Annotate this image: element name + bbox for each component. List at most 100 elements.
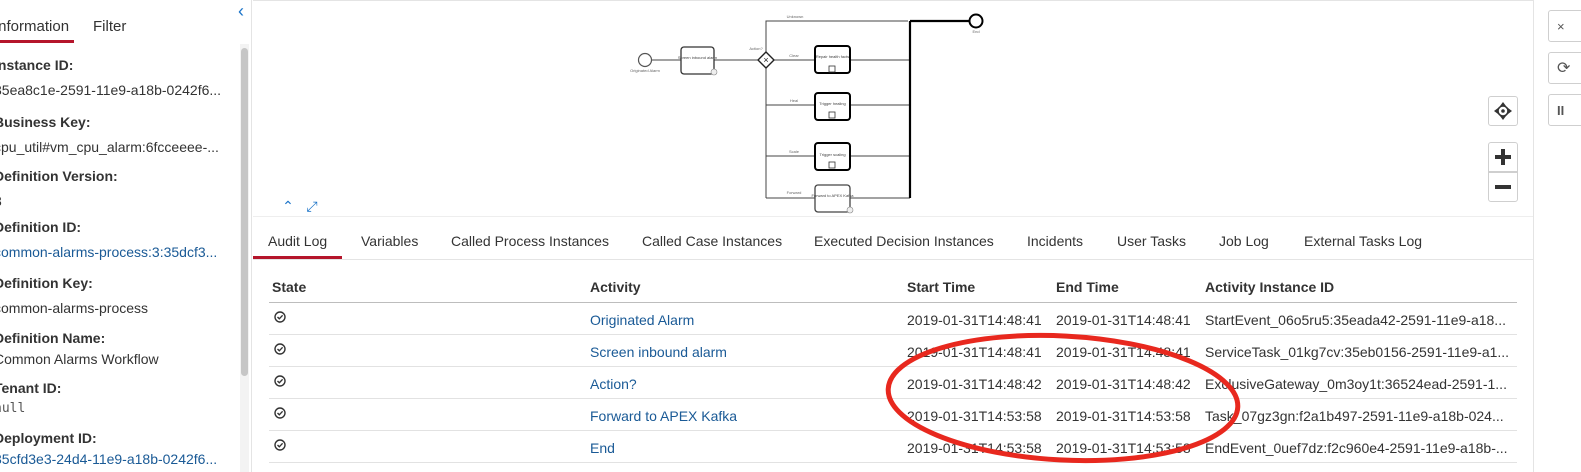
tab-called-process-instances[interactable]: Called Process Instances (451, 233, 609, 249)
collapse-up-icon[interactable]: ⌃ (282, 198, 294, 214)
tab-executed-decision-instances[interactable]: Executed Decision Instances (814, 233, 994, 249)
end-event[interactable] (968, 13, 984, 29)
screen-task[interactable] (680, 46, 715, 75)
fullscreen-icon[interactable]: ⤢ (306, 198, 318, 214)
subprocess-marker-icon (828, 111, 836, 119)
start-time: 2019-01-31T14:48:42 (907, 376, 1042, 392)
field-value: 35ea8c1e-2591-11e9-a18b-0242f6... (0, 82, 222, 98)
field-label: Tenant ID: (0, 380, 62, 396)
right-action-panel: × ⟳ II (1533, 0, 1581, 472)
task-repair[interactable] (814, 45, 851, 74)
bpmn-diagram: Originated Alarm Screen inbound alarm × … (630, 13, 984, 214)
tab-called-case-instances[interactable]: Called Case Instances (642, 233, 783, 249)
task-forward-label: Forward to APEX Kafka (811, 193, 854, 198)
flow-label-route3: Scale (789, 149, 800, 154)
state-check-icon (274, 439, 286, 451)
zoom-out-button[interactable] (1488, 172, 1518, 202)
pause-button[interactable]: II (1548, 94, 1581, 126)
column-header-start-time[interactable]: Start Time (907, 279, 976, 295)
field-definition-key: Definition Key: common-alarms-process (0, 275, 234, 316)
column-header-activity-instance-id[interactable]: Activity Instance ID (1205, 279, 1335, 295)
activity-link[interactable]: Forward to APEX Kafka (590, 408, 738, 424)
flow-label-route4: Forward (787, 190, 802, 195)
activity-instance-id: ServiceTask_01kg7cv:35eb0156-2591-11e9-a… (1205, 344, 1510, 360)
end-time: 2019-01-31T14:48:42 (1056, 376, 1191, 392)
field-deployment-id: Deployment ID: 35cfd3e3-24d4-11e9-a18b-0… (0, 430, 234, 467)
field-label: Instance ID: (0, 57, 74, 73)
tab-information[interactable]: Information (0, 18, 70, 35)
activity-link[interactable]: Screen inbound alarm (590, 344, 727, 360)
end-time: 2019-01-31T14:48:41 (1056, 312, 1191, 328)
start-time: 2019-01-31T14:48:41 (907, 344, 1042, 360)
start-event-label: Originated Alarm (630, 68, 660, 73)
flow-label-route1: Clear (789, 53, 799, 58)
definition-id-link[interactable]: common-alarms-process:3:35dcf3... (0, 244, 218, 260)
refresh-button[interactable]: ⟳ (1548, 52, 1581, 84)
activity-instance-id: Task_07gz3gn:f2a1b497-2591-11e9-a18b-024… (1205, 408, 1504, 424)
activity-instance-id: EndEvent_0uef7dz:f2c960e4-2591-11e9-a18b… (1205, 440, 1508, 456)
activity-instance-id: StartEvent_06o5ru5:35eada42-2591-11e9-a1… (1205, 312, 1506, 328)
task-scale-label: Trigger scaling (819, 152, 845, 157)
active-tab-indicator (0, 40, 74, 43)
field-tenant-id: Tenant ID: null (0, 380, 234, 416)
zoom-out-icon (1495, 185, 1511, 189)
tab-user-tasks[interactable]: User Tasks (1117, 233, 1186, 249)
gateway-x-icon: × (763, 55, 768, 65)
state-check-icon (274, 343, 286, 355)
recenter-button[interactable] (1488, 96, 1518, 126)
task-badge-icon (846, 206, 854, 214)
close-button[interactable]: × (1548, 10, 1581, 42)
active-tab-indicator (253, 256, 342, 259)
end-time: 2019-01-31T14:53:58 (1056, 440, 1191, 456)
column-header-activity[interactable]: Activity (590, 279, 641, 295)
task-forward[interactable] (814, 184, 851, 213)
end-time: 2019-01-31T14:53:58 (1056, 408, 1191, 424)
table-row: End 2019-01-31T14:53:58 2019-01-31T14:53… (269, 431, 1517, 463)
field-label: Business Key: (0, 114, 91, 130)
end-event-label: End (972, 29, 979, 34)
field-value: 3 (0, 193, 230, 209)
activity-link[interactable]: Action? (590, 376, 637, 392)
field-label: Definition Key: (0, 275, 93, 291)
task-scale[interactable] (814, 142, 851, 171)
gateway-label: Action? (749, 46, 763, 51)
zoom-in-icon (1495, 149, 1511, 165)
field-value: common-alarms-process (0, 300, 149, 316)
tab-incidents[interactable]: Incidents (1027, 233, 1084, 249)
table-row: Forward to APEX Kafka 2019-01-31T14:53:5… (269, 399, 1517, 431)
state-check-icon (274, 375, 286, 387)
refresh-icon: ⟳ (1557, 60, 1571, 77)
field-label: Definition ID: (0, 219, 82, 235)
field-definition-id: Definition ID: common-alarms-process:3:3… (0, 219, 234, 260)
field-definition-version: Definition Version: 3 (0, 168, 234, 209)
table-row: Originated Alarm 2019-01-31T14:48:41 201… (269, 303, 1517, 335)
tab-audit-log[interactable]: Audit Log (268, 233, 328, 249)
column-header-state[interactable]: State (272, 279, 307, 295)
exclusive-gateway[interactable] (757, 51, 775, 69)
recenter-icon (1494, 102, 1512, 120)
sidebar-scrollbar-thumb[interactable] (241, 48, 248, 376)
tab-filter[interactable]: Filter (93, 18, 127, 35)
activity-link[interactable]: Originated Alarm (590, 312, 695, 328)
task-badge-icon (710, 68, 718, 76)
tab-variables[interactable]: Variables (361, 233, 419, 249)
activity-link[interactable]: End (590, 440, 615, 456)
flow-label-unknown: Unknown (787, 14, 804, 19)
task-repair-label: Repair health facts (816, 54, 849, 59)
task-heal[interactable] (814, 92, 851, 121)
deployment-id-link[interactable]: 35cfd3e3-24d4-11e9-a18b-0242f6... (0, 451, 218, 467)
pause-icon: II (1557, 102, 1565, 118)
chevron-left-icon[interactable]: ‹ (238, 1, 244, 21)
subprocess-marker-icon (828, 65, 836, 73)
subprocess-marker-icon (828, 161, 836, 169)
zoom-in-button[interactable] (1488, 142, 1518, 172)
start-event[interactable] (637, 52, 653, 68)
sidebar: Information Filter ‹ Instance ID: 35ea8c… (0, 0, 252, 472)
tab-external-tasks-log[interactable]: External Tasks Log (1304, 233, 1423, 249)
field-instance-id: Instance ID: 35ea8c1e-2591-11e9-a18b-024… (0, 57, 234, 98)
tab-job-log[interactable]: Job Log (1219, 233, 1269, 249)
screen-task-label: Screen inbound alarm (678, 55, 718, 60)
field-label: Deployment ID: (0, 430, 97, 446)
column-header-end-time[interactable]: End Time (1056, 279, 1119, 295)
start-time: 2019-01-31T14:48:41 (907, 312, 1042, 328)
